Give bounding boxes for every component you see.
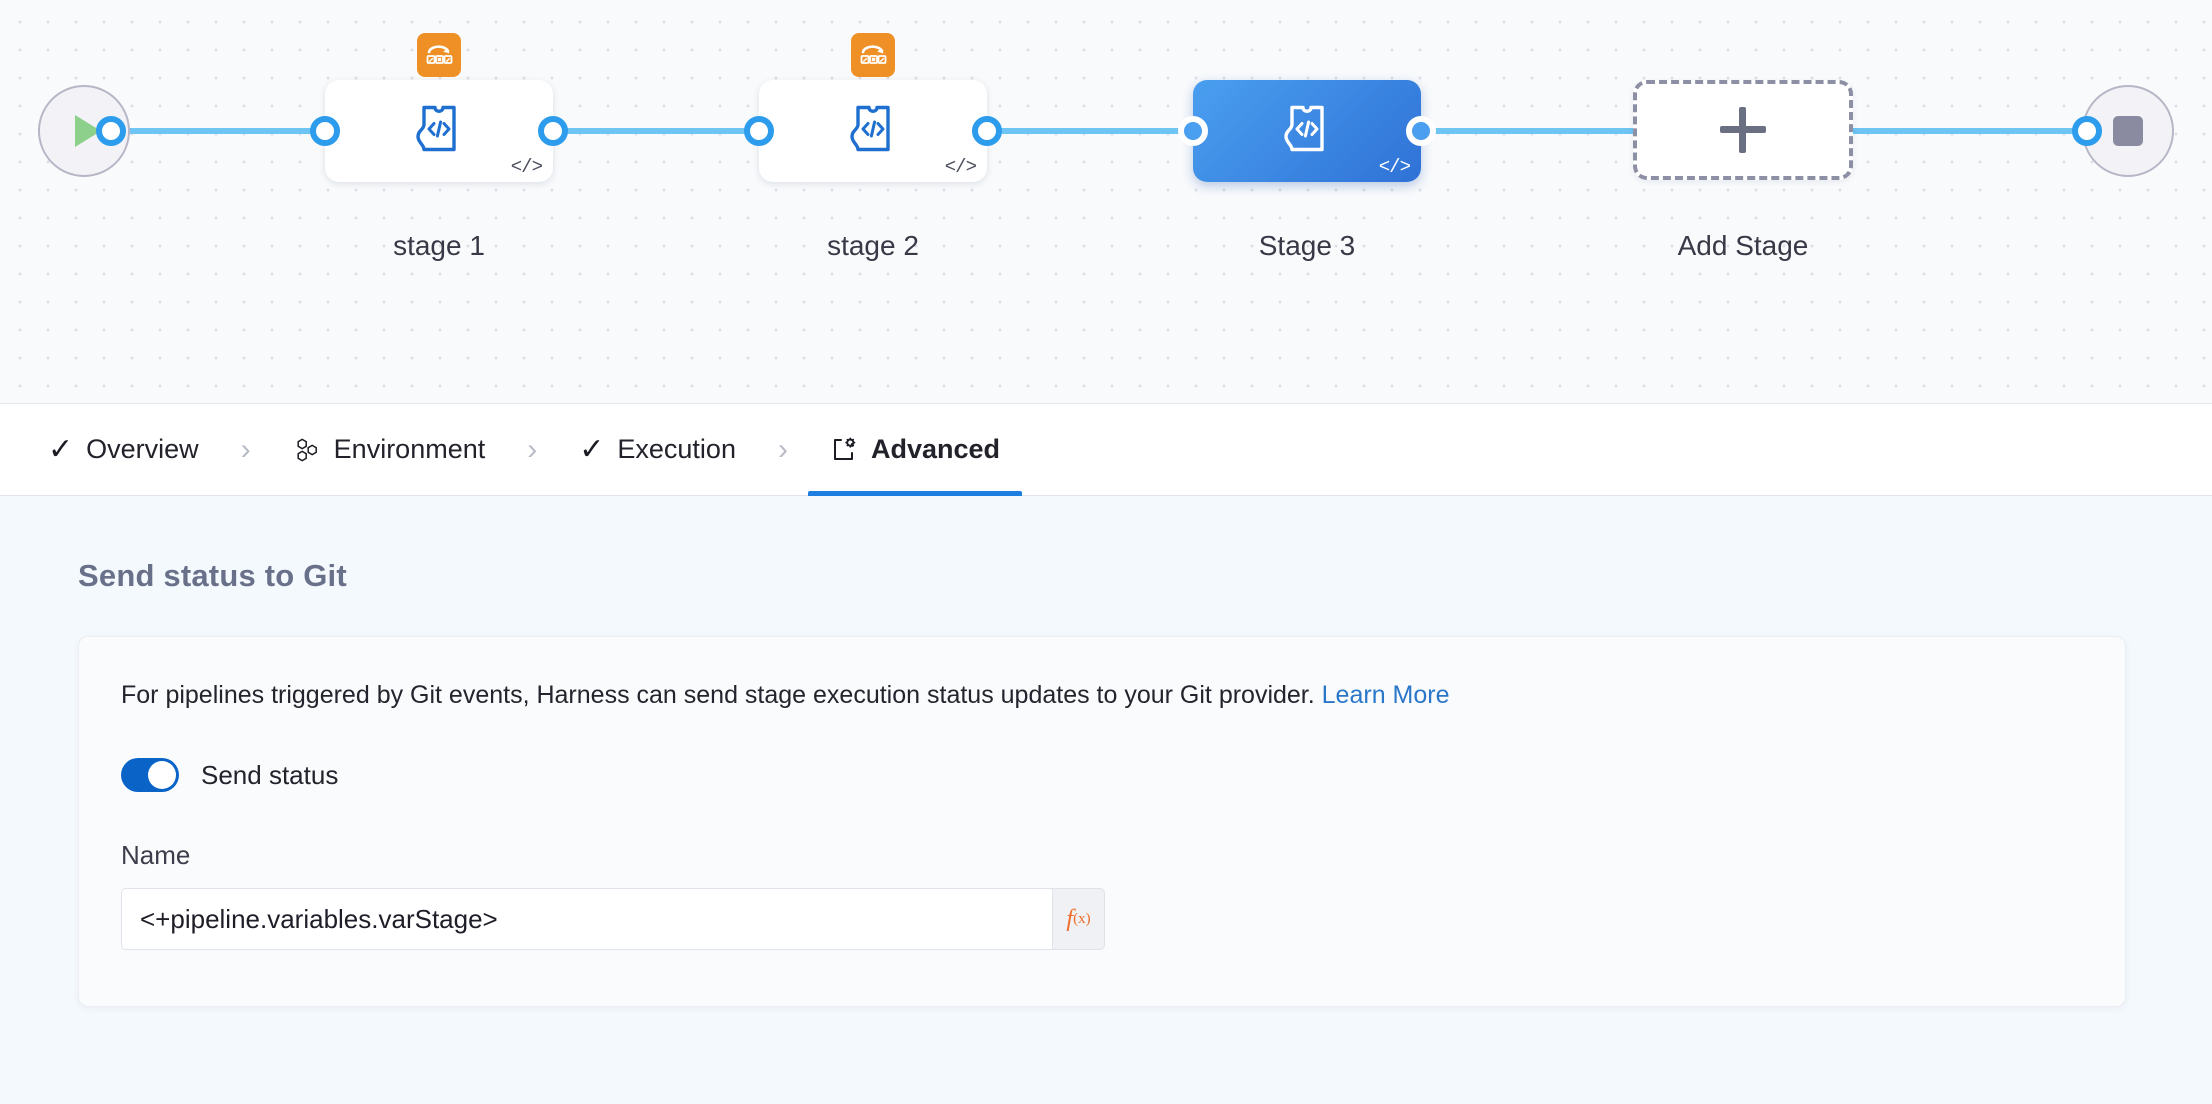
tab-overview[interactable]: ✓ Overview [26,404,221,495]
advanced-panel: Send status to Git For pipelines trigger… [0,496,2212,1104]
connector-dot-stage2-out[interactable] [972,116,1002,146]
expression-fx-button[interactable]: f(x) [1053,888,1105,950]
add-stage-label: Add Stage [1677,230,1809,261]
custom-stage-icon [415,103,463,160]
tab-separator-icon: › [240,432,251,466]
fx-sub: (x) [1073,910,1091,927]
matrix-looping-icon [417,33,461,77]
send-status-to-git-card: For pipelines triggered by Git events, H… [78,636,2126,1007]
description-text: For pipelines triggered by Git events, H… [121,681,1315,709]
tab-advanced[interactable]: Advanced [807,404,1023,496]
check-icon: ✓ [579,432,605,466]
runtime-input-indicator-stage-2: </> [944,156,977,178]
tab-label: Environment [333,434,486,464]
tab-execution[interactable]: ✓ Execution [557,404,758,495]
stage-node-stage-3[interactable]: </> [1193,80,1421,182]
pipeline-canvas[interactable]: </> stage 1 </> [0,0,2212,404]
card-description: For pipelines triggered by Git events, H… [121,681,2077,710]
tab-label: Execution [617,434,736,464]
connector-addstage-to-end [1848,128,2088,134]
connector-dot-stage2-in[interactable] [744,116,774,146]
tab-label: Overview [86,434,199,464]
name-field-row: <+pipeline.variables.varStage> f(x) [121,888,1105,950]
check-icon: ✓ [48,432,74,466]
custom-stage-icon [1283,103,1331,160]
runtime-input-indicator-stage-3: </> [1378,156,1411,178]
stop-icon [2113,116,2143,146]
stage-node-stage-1[interactable]: </> [325,33,553,182]
connector-stage3-to-addstage [1412,128,1678,134]
connector-stage1-to-stage2 [546,128,792,134]
send-status-toggle-row: Send status [121,758,2077,792]
toggle-knob [148,761,176,789]
connector-start-to-stage1 [94,128,340,134]
connector-dot-stage3-out[interactable] [1406,116,1436,146]
page-title: Send status to Git [78,558,347,593]
connector-stage2-to-stage3 [980,128,1226,134]
name-input[interactable]: <+pipeline.variables.varStage> [121,888,1053,950]
stage-label-stage-3: Stage 3 [1258,230,1356,261]
custom-stage-icon [849,103,897,160]
name-field-label: Name [121,840,191,870]
matrix-looping-icon [851,33,895,77]
learn-more-link[interactable]: Learn More [1321,681,1450,709]
hexagons-icon [293,436,321,464]
stage-setup-tabs: ✓ Overview › Environment › ✓ Execution ›… [0,404,2212,496]
plus-icon [1720,107,1766,153]
tab-environment[interactable]: Environment [271,404,508,495]
stage-label-stage-2: stage 2 [827,230,919,261]
connector-dot-stage3-in[interactable] [1178,116,1208,146]
send-status-toggle-label: Send status [201,759,339,790]
tab-separator-icon: › [777,432,788,466]
runtime-input-indicator-stage-1: </> [510,156,543,178]
stage-label-stage-1: stage 1 [393,230,485,261]
stage-node-stage-2[interactable]: </> [759,33,987,182]
connector-dot-start-out[interactable] [96,116,126,146]
connector-dot-stage1-out[interactable] [538,116,568,146]
add-stage-node[interactable] [1633,80,1853,180]
tab-label: Advanced [870,434,1001,464]
connector-dot-end-in[interactable] [2072,116,2102,146]
tab-separator-icon: › [527,432,538,466]
send-status-toggle[interactable] [121,758,179,792]
fx-label: f [1066,905,1074,932]
connector-dot-stage1-in[interactable] [310,116,340,146]
advanced-gear-icon [830,436,858,464]
